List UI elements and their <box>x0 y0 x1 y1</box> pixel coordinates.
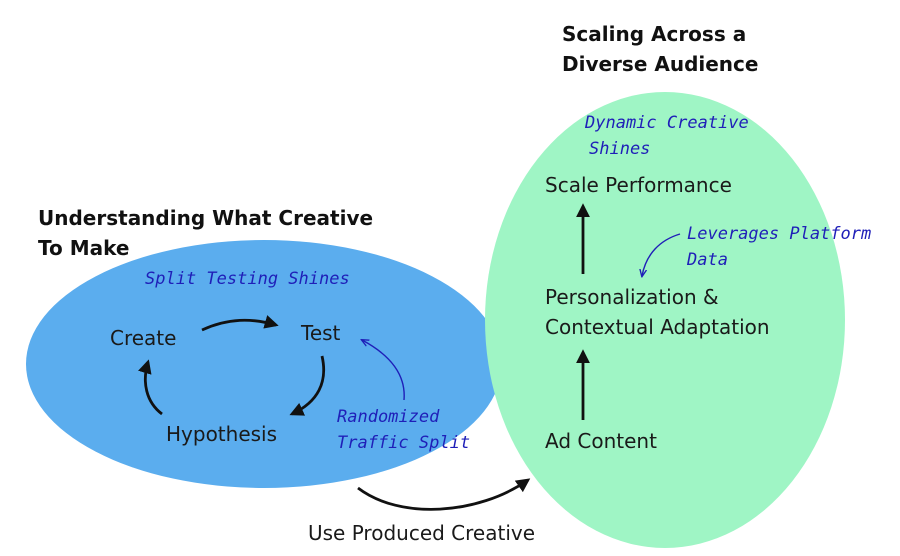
split-testing-ellipse <box>26 240 502 488</box>
traffic-split-annotation: Randomized Traffic Split <box>337 404 470 456</box>
platform-data-annotation: Leverages Platform Data <box>687 221 871 273</box>
split-testing-annotation: Split Testing Shines <box>145 269 350 289</box>
create-node: Create <box>110 326 177 350</box>
use-produced-creative-arrow <box>357 478 531 511</box>
traffic-split-line2: Traffic Split <box>337 433 471 453</box>
platform-data-line1: Leverages Platform <box>687 224 872 244</box>
dynamic-creative-line1: Dynamic Creative <box>585 113 749 133</box>
personalization-node: Personalization & Contextual Adaptation <box>545 282 770 342</box>
test-to-hypothesis-arrow <box>289 355 326 416</box>
left-heading-line2: To Make <box>38 236 130 260</box>
hypothesis-node: Hypothesis <box>166 422 278 446</box>
scale-performance-node: Scale Performance <box>545 173 732 197</box>
dynamic-creative-line2: Shines <box>589 139 651 159</box>
platform-data-line2: Data <box>687 250 728 270</box>
connector-label: Use Produced Creative <box>308 521 536 545</box>
left-heading-line1: Understanding What Creative <box>38 206 374 230</box>
hypothesis-to-create-arrow <box>138 359 163 416</box>
dynamic-creative-ellipse <box>485 92 845 548</box>
left-heading: Understanding What Creative To Make <box>38 203 373 263</box>
personalization-line2: Contextual Adaptation <box>545 315 770 339</box>
dynamic-creative-annotation: Dynamic Creative Shines <box>585 110 749 162</box>
traffic-split-line1: Randomized <box>337 407 440 427</box>
platform-data-arrow <box>642 233 681 276</box>
right-heading-line1: Scaling Across a <box>562 22 747 46</box>
right-heading-line2: Diverse Audience <box>562 52 759 76</box>
ad-content-node: Ad Content <box>545 429 657 453</box>
test-node: Test <box>301 321 341 345</box>
create-to-test-arrow <box>201 315 279 332</box>
right-heading: Scaling Across a Diverse Audience <box>562 19 758 79</box>
traffic-split-arrow <box>362 340 405 401</box>
personalization-line1: Personalization & <box>545 285 719 309</box>
